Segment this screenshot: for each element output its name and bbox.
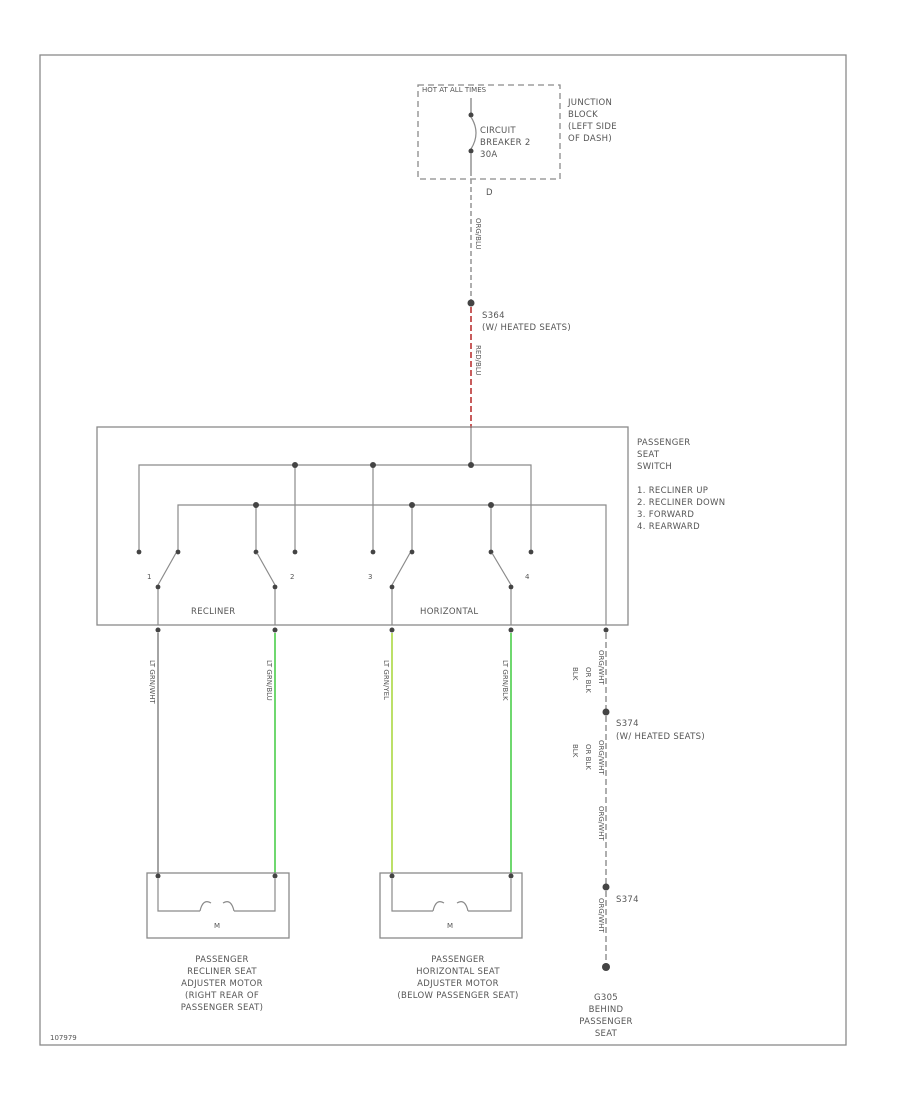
splice-s374-mid (602, 708, 610, 716)
switch-label-3: SWITCH (637, 462, 672, 472)
recliner-motor-label-3: ADJUSTER MOTOR (181, 979, 263, 989)
switch-contact-recliner-1 (136, 549, 181, 625)
horizontal-motor-label-3: ADJUSTER MOTOR (417, 979, 499, 989)
power-bus-node-b (370, 462, 376, 468)
switch-terminal-ground (603, 627, 609, 633)
contact-label-2: 2 (290, 573, 294, 581)
power-bus-node-a (292, 462, 298, 468)
junction-block-label-1: JUNCTION (567, 98, 612, 108)
breaker-label-3: 30A (480, 150, 498, 160)
ground-label-2: BEHIND (589, 1005, 624, 1015)
switch-label-2: SEAT (637, 450, 660, 460)
wire-code-2: LT GRN/BLU (265, 660, 273, 701)
ground-bus-node-c (488, 502, 494, 508)
breaker-terminal-top (468, 112, 474, 118)
horizontal-motor-terminal-b (508, 873, 514, 879)
horizontal-motor-label-4: (BELOW PASSENGER SEAT) (397, 991, 518, 1001)
recliner-motor-label-2: RECLINER SEAT (187, 967, 257, 977)
ground-code-lower-3: ORG/WHT (597, 740, 605, 775)
diagram-frame (39, 54, 847, 1046)
recliner-motor-terminal-a (155, 873, 161, 879)
switch-contact-horizontal-3 (370, 549, 415, 625)
recliner-motor-m: M (214, 922, 220, 930)
ground-dash-code: ORG/WHT (597, 806, 605, 841)
horizontal-motor-lead-b (468, 879, 512, 912)
breaker-label-1: CIRCUIT (480, 126, 516, 136)
switch-terminal-2 (272, 627, 278, 633)
recliner-motor-label-5: PASSENGER SEAT) (181, 1003, 263, 1013)
wire-red-code: RED/BLU (474, 345, 482, 376)
ground-wire-code: ORG/WHT (597, 898, 605, 933)
splice-s364-id: S364 (482, 311, 505, 321)
wire-code-3: LT GRN/YEL (382, 660, 390, 700)
wire-code-4: LT GRN/BLK (501, 660, 509, 701)
junction-block-header: HOT AT ALL TIMES (422, 86, 487, 94)
splice-s364 (467, 299, 475, 307)
ground-point (602, 963, 610, 971)
ground-code-lower-1: BLK (571, 744, 579, 758)
switch-legend-2: 2. RECLINER DOWN (637, 498, 725, 508)
ground-bus-node-a (253, 502, 259, 508)
recliner-motor-label-4: (RIGHT REAR OF (185, 991, 259, 1001)
contact-label-1: 1 (147, 573, 151, 581)
switch-legend-4: 4. REARWARD (637, 522, 700, 532)
splice-s374-low (602, 883, 610, 891)
junction-block-box (417, 84, 561, 180)
circuit-breaker-symbol (470, 116, 477, 150)
wire-code-1: LT GRN/WHT (148, 660, 156, 705)
splice-s374-mid-id: S374 (616, 719, 639, 729)
splice-s374-mid-note: (W/ HEATED SEATS) (616, 732, 705, 742)
horizontal-motor-label-2: HORIZONTAL SEAT (416, 967, 500, 977)
recliner-motor-terminal-b (272, 873, 278, 879)
ground-label-4: SEAT (595, 1029, 618, 1039)
recliner-motor-box (146, 872, 290, 939)
ground-label-3: PASSENGER (579, 1017, 632, 1027)
switch-terminal-1 (155, 627, 161, 633)
breaker-terminal-bottom (468, 148, 474, 154)
ground-bus (177, 504, 607, 625)
contact-label-4: 4 (525, 573, 530, 581)
recliner-motor-symbol (199, 901, 235, 912)
switch-terminal-3 (389, 627, 395, 633)
horizontal-motor-box (379, 872, 523, 939)
footer-code: 107979 (50, 1034, 77, 1042)
horizontal-motor-terminal-a (389, 873, 395, 879)
splice-s364-note: (W/ HEATED SEATS) (482, 323, 571, 333)
horizontal-motor-symbol (432, 901, 469, 912)
switch-legend-3: 3. FORWARD (637, 510, 694, 520)
switch-label-1: PASSENGER (637, 438, 690, 448)
power-bus (138, 464, 532, 550)
ground-code-lower-2: OR BLK (584, 744, 592, 770)
horizontal-motor-lead-a (391, 879, 433, 912)
ground-code-upper-3: ORG/WHT (597, 650, 605, 685)
recliner-motor-lead-a (157, 879, 200, 912)
power-bus-node-c (468, 462, 474, 468)
ground-code-upper-1: BLK (571, 667, 579, 681)
recliner-motor-label-1: PASSENGER (195, 955, 248, 965)
junction-block-label-4: OF DASH) (568, 134, 612, 144)
splice-s374-low-id: S374 (616, 895, 639, 905)
section-horizontal: HORIZONTAL (420, 607, 478, 617)
recliner-motor-lead-b (234, 879, 276, 912)
switch-terminal-4 (508, 627, 514, 633)
switch-legend-1: 1. RECLINER UP (637, 486, 708, 496)
ground-bus-node-b (409, 502, 415, 508)
wire-top-code: ORG/BLU (474, 218, 482, 250)
horizontal-motor-label-1: PASSENGER (431, 955, 484, 965)
junction-pin-label: D (486, 188, 493, 198)
junction-block-label-2: BLOCK (568, 110, 598, 120)
junction-block-label-3: (LEFT SIDE (568, 122, 617, 132)
switch-contact-horizontal-4 (488, 549, 534, 625)
seat-switch-box (96, 426, 629, 626)
ground-label-1: G305 (594, 993, 618, 1003)
ground-code-upper-2: OR BLK (584, 667, 592, 693)
section-recliner: RECLINER (191, 607, 236, 617)
breaker-label-2: BREAKER 2 (480, 138, 531, 148)
horizontal-motor-m: M (447, 922, 453, 930)
contact-label-3: 3 (368, 573, 372, 581)
switch-contact-recliner-2 (253, 549, 298, 625)
